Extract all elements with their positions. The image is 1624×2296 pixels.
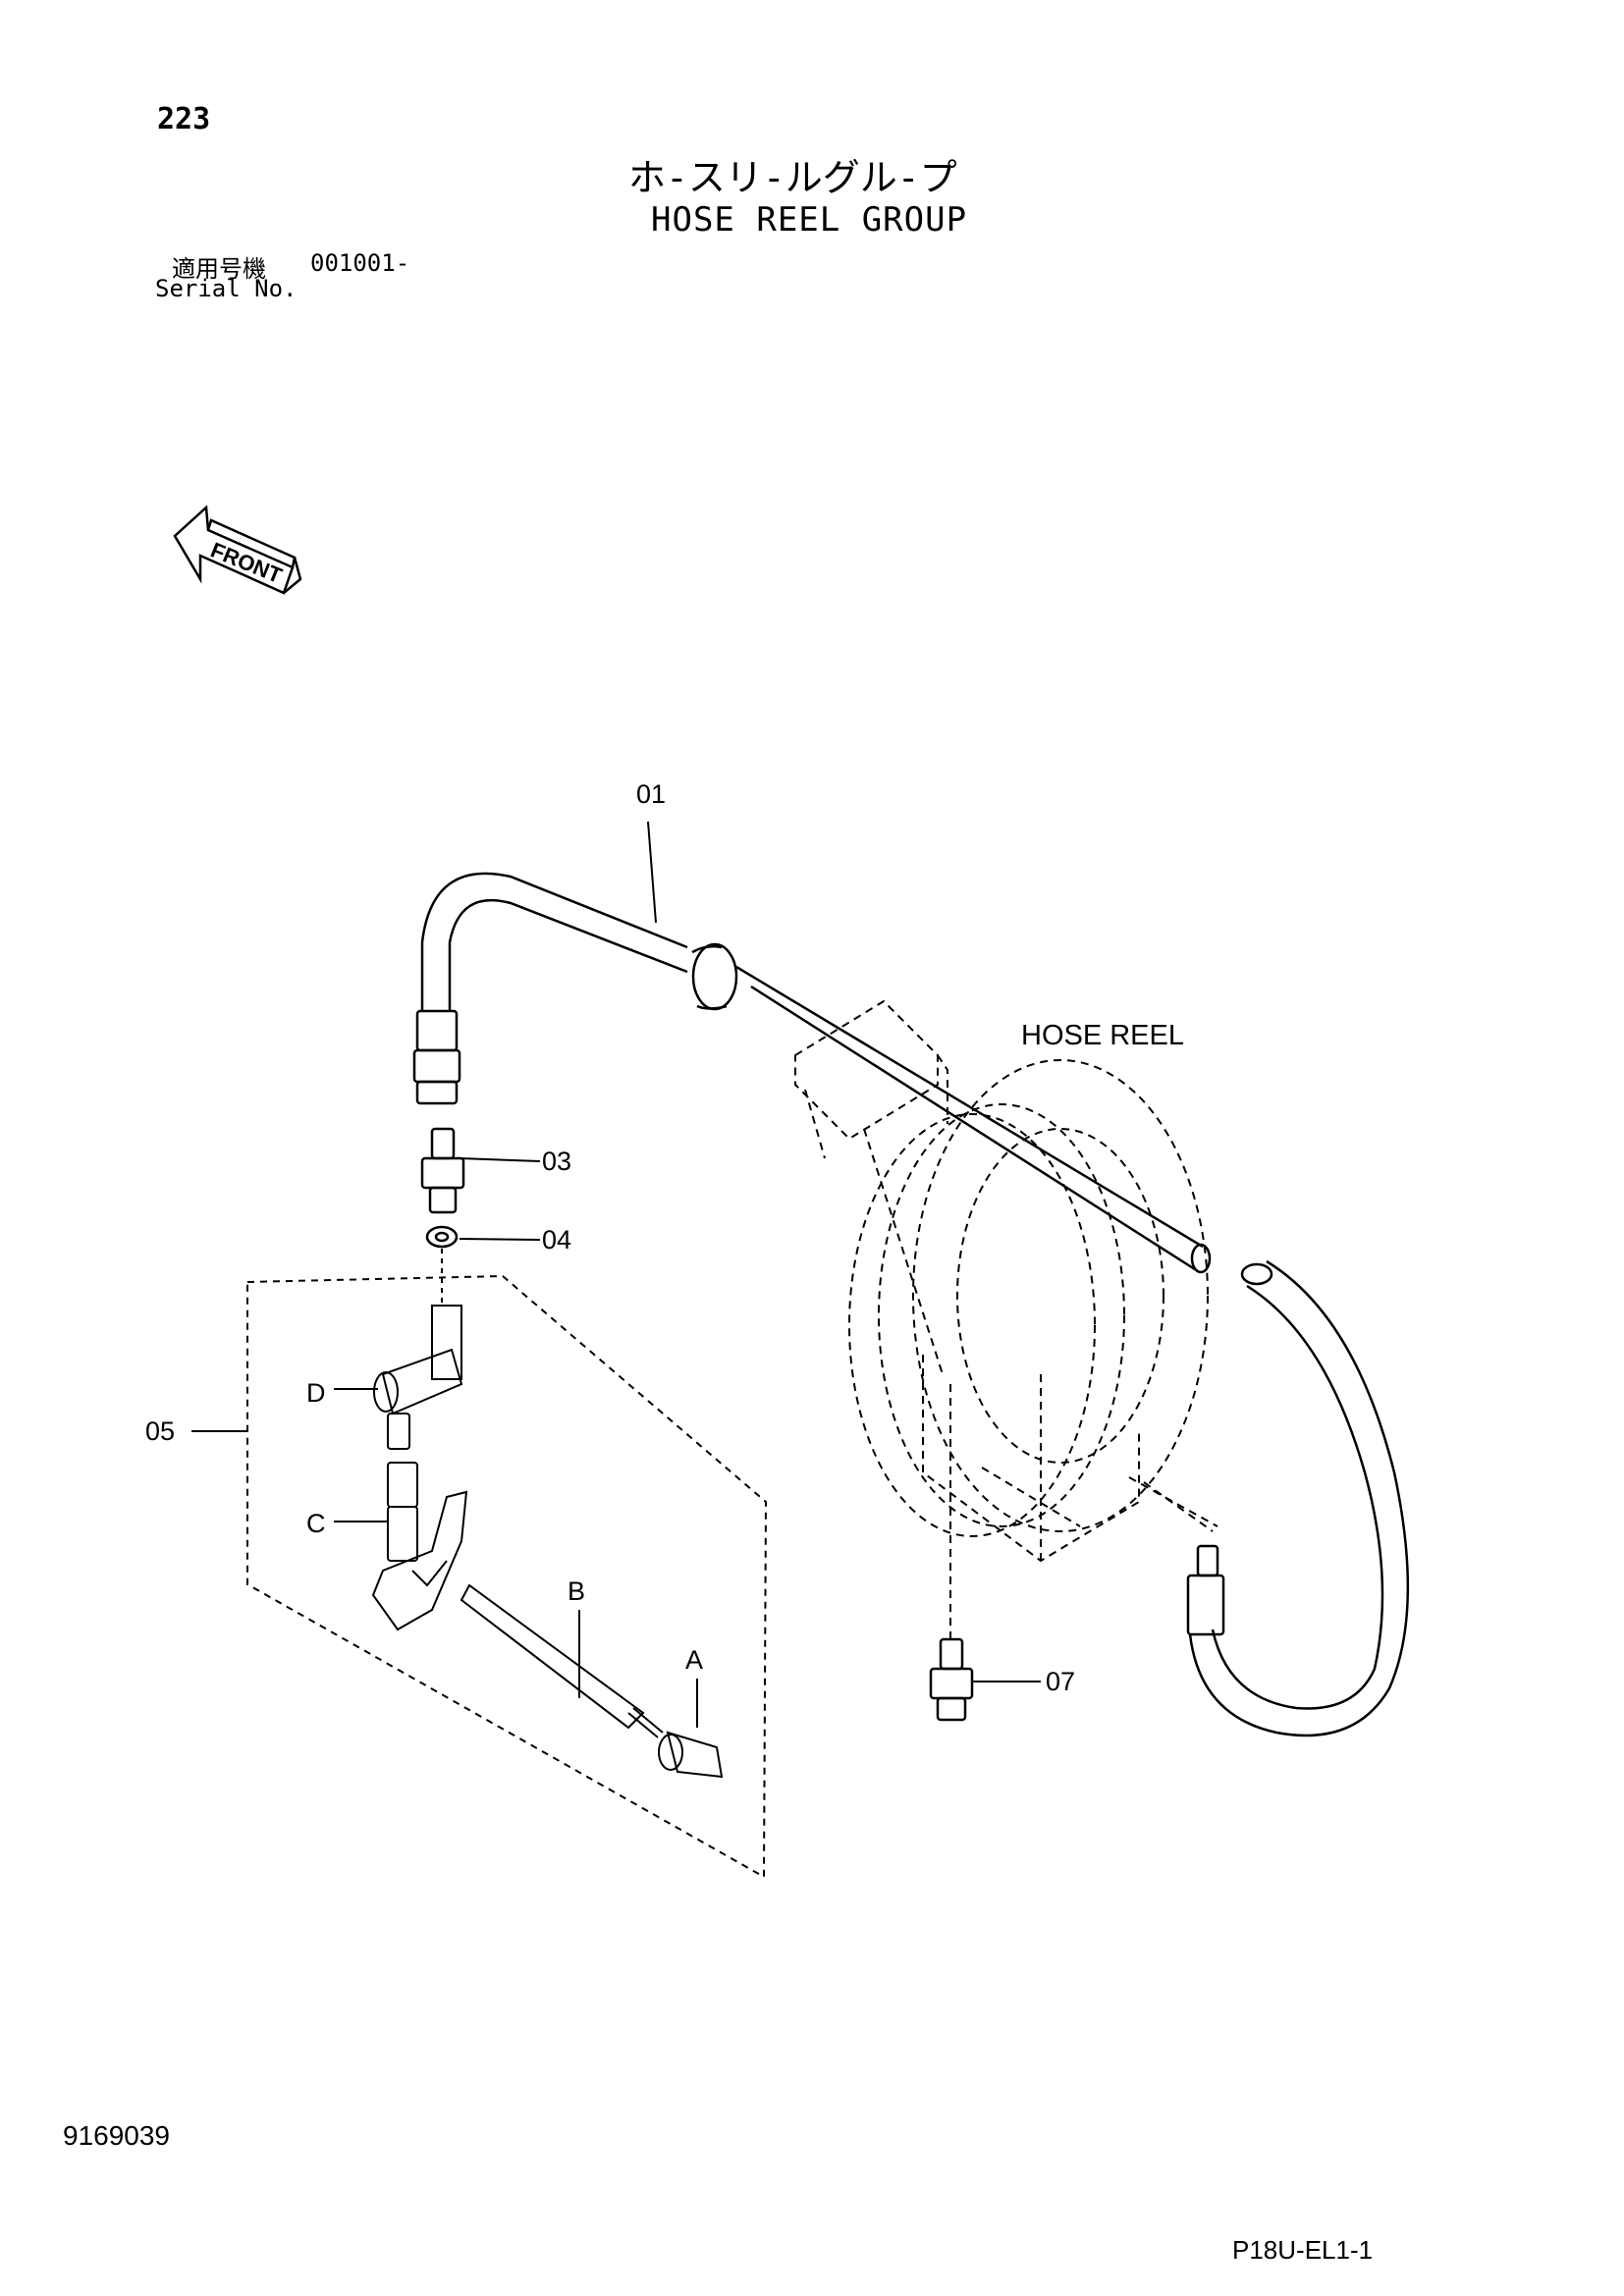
page-title: HOSE REEL GROUP [651, 200, 968, 240]
callout-c: C [306, 1509, 326, 1538]
washer-part-04 [425, 1225, 459, 1249]
serial-number-value: 001001- [310, 249, 410, 277]
hose-reel-assembly [794, 999, 1218, 1563]
hose-part-01 [412, 872, 1410, 1737]
callout-b: B [568, 1576, 585, 1606]
page-title-japanese: ホ-スリ-ルグル-プ [628, 156, 957, 199]
serial-label-japanese: 適用号機 [172, 255, 266, 283]
front-label: FRONT [207, 537, 286, 588]
callout-leaders [191, 821, 1214, 1728]
page-number: 223 [157, 102, 211, 136]
callout-d: D [306, 1378, 326, 1408]
spray-gun-kit-part-05 [246, 1274, 768, 1879]
front-direction-arrow: FRONT [173, 505, 302, 595]
callout-04: 04 [542, 1225, 571, 1255]
callout-07: 07 [1046, 1667, 1075, 1696]
callout-01: 01 [636, 779, 666, 809]
callout-a: A [685, 1645, 703, 1675]
serial-label: Serial No. [155, 275, 298, 302]
hose-reel-label: HOSE REEL [1021, 1020, 1184, 1051]
page-code: P18U-EL1-1 [1232, 2235, 1374, 2265]
callout-03: 03 [542, 1147, 571, 1176]
document-number: 9169039 [63, 2120, 171, 2151]
callout-05: 05 [145, 1416, 175, 1446]
adapter-part-03 [420, 1127, 465, 1214]
adapter-part-07 [929, 1637, 974, 1722]
